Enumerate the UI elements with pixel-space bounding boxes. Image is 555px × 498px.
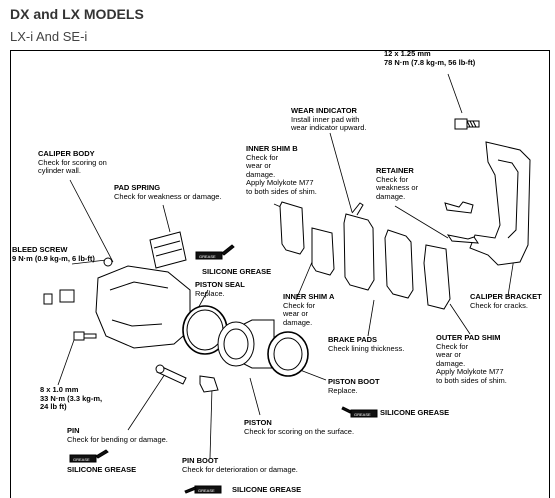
silicone-grease-label: SILICONE GREASE — [202, 267, 272, 276]
grease-tube-text: GREASE — [354, 412, 371, 417]
retainer-lower — [446, 234, 479, 244]
pad-spring-label: PAD SPRING Check for weakness or damage. — [114, 183, 222, 201]
grease-tube-text: GREASE — [73, 457, 90, 462]
grease-tubes: GREASE GREASE GREASE GREASE — [69, 244, 378, 494]
silicone-grease-label: SILICONE GREASE — [67, 465, 137, 474]
brake-pads-label: BRAKE PADS Check lining thickness. — [328, 335, 405, 353]
caliper-body — [95, 265, 191, 349]
grease-tube-text: GREASE — [199, 254, 216, 259]
pin-bolt — [73, 331, 97, 341]
piston-boot-label: PISTON BOOT Replace. — [328, 377, 380, 395]
piston — [217, 319, 275, 369]
outer-pad-shim-label: OUTER PAD SHIM Check for wear or damage.… — [436, 333, 507, 385]
pin-boot — [199, 375, 219, 393]
grease-tube-text: GREASE — [198, 488, 215, 493]
wear-indicator-label: WEAR INDICATOR Install inner pad with we… — [291, 106, 367, 133]
grease-tube-icon: GREASE — [69, 449, 109, 463]
inner-shim-a-label: INNER SHIM A Check for wear or damage. — [283, 292, 335, 327]
silicone-grease-label: SILICONE GREASE — [380, 408, 450, 417]
inner-shim-a — [311, 227, 335, 276]
inner-shim-b — [279, 201, 305, 255]
retainer-upper — [444, 201, 474, 214]
retainer-label: RETAINER Check for weakness or damage. — [376, 166, 419, 201]
bleed-screw — [43, 289, 75, 305]
diagram-frame — [10, 50, 550, 498]
pin-label: PIN Check for bending or damage. — [67, 426, 168, 444]
caliper-body-label: CALIPER BODY Check for scoring on cylind… — [38, 149, 107, 176]
parts — [43, 118, 531, 393]
pin-bolt-spec-label: 8 x 1.0 mm 33 N·m (3.3 kg-m, 24 lb ft) — [40, 385, 103, 412]
outer-pad-shim — [423, 244, 451, 310]
grease-tube-icon: GREASE — [195, 244, 235, 260]
page-subtitle: LX-i And SE-i — [10, 29, 88, 44]
guide-pin — [155, 364, 187, 385]
piston-label: PISTON Check for scoring on the surface. — [244, 418, 355, 436]
piston-seal-label: PISTON SEAL Replace. — [195, 280, 245, 298]
page-title: DX and LX MODELS — [10, 6, 144, 22]
bolt-spec-label: 12 x 1.25 mm 78 N·m (7.8 kg-m, 56 lb-ft) — [384, 49, 476, 67]
brake-pad-outer — [384, 229, 414, 299]
grease-tube-icon: GREASE — [184, 485, 222, 494]
bleed-screw-label: BLEED SCREW 9 N·m (0.9 kg-m, 6 lb-ft) — [12, 245, 95, 263]
pin-boot-label: PIN BOOT Check for deterioration or dama… — [182, 456, 298, 474]
brake-pad-inner — [343, 213, 375, 291]
caliper-bracket — [469, 141, 531, 266]
caliper-bracket-label: CALIPER BRACKET Check for cracks. — [470, 292, 542, 310]
pad-spring — [149, 231, 187, 269]
inner-shim-b-label: INNER SHIM B Check for wear or damage. A… — [246, 144, 317, 196]
grease-tube-icon: GREASE — [341, 406, 378, 418]
silicone-grease-label: SILICONE GREASE — [232, 485, 302, 494]
mounting-bolt — [454, 118, 480, 130]
leader-lines — [57, 73, 515, 459]
